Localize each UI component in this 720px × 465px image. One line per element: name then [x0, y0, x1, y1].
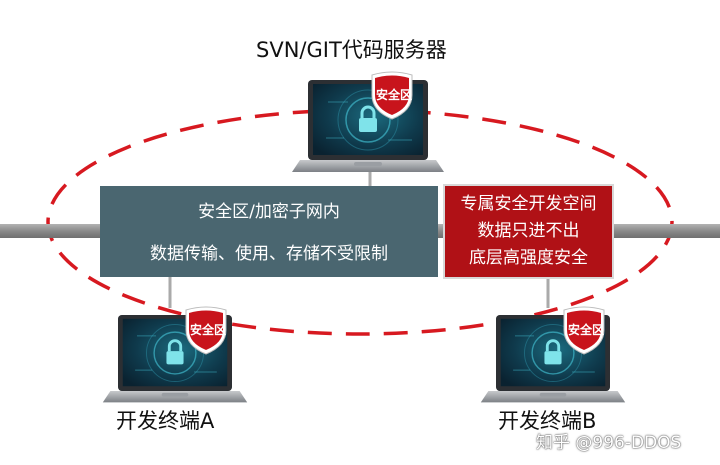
terminal-b-shield-label: 安全区	[568, 323, 605, 337]
terminal-a-label: 开发终端A	[116, 409, 215, 433]
server-title: SVN/GIT代码服务器	[256, 38, 447, 62]
dedicated-line3: 底层高强度安全	[469, 248, 588, 268]
secure-zone-line2: 数据传输、使用、存储不受限制	[150, 244, 388, 264]
secure-zone-box: 安全区/加密子网内 数据传输、使用、存储不受限制	[100, 186, 438, 277]
secure-zone-line1: 安全区/加密子网内	[198, 202, 340, 222]
terminal-b-label: 开发终端B	[498, 409, 597, 433]
dedicated-line2: 数据只进不出	[477, 221, 580, 241]
dedicated-space-box: 专属安全开发空间 数据只进不出 底层高强度安全	[443, 184, 614, 279]
secure-zone-ring	[46, 108, 674, 336]
terminal-a-shield-label: 安全区	[190, 323, 227, 337]
server-shield-label: 安全区	[376, 88, 413, 102]
server-laptop-icon	[290, 78, 446, 174]
dedicated-line1: 专属安全开发空间	[460, 194, 597, 214]
watermark: 知乎 @996-DDOS	[536, 433, 682, 453]
